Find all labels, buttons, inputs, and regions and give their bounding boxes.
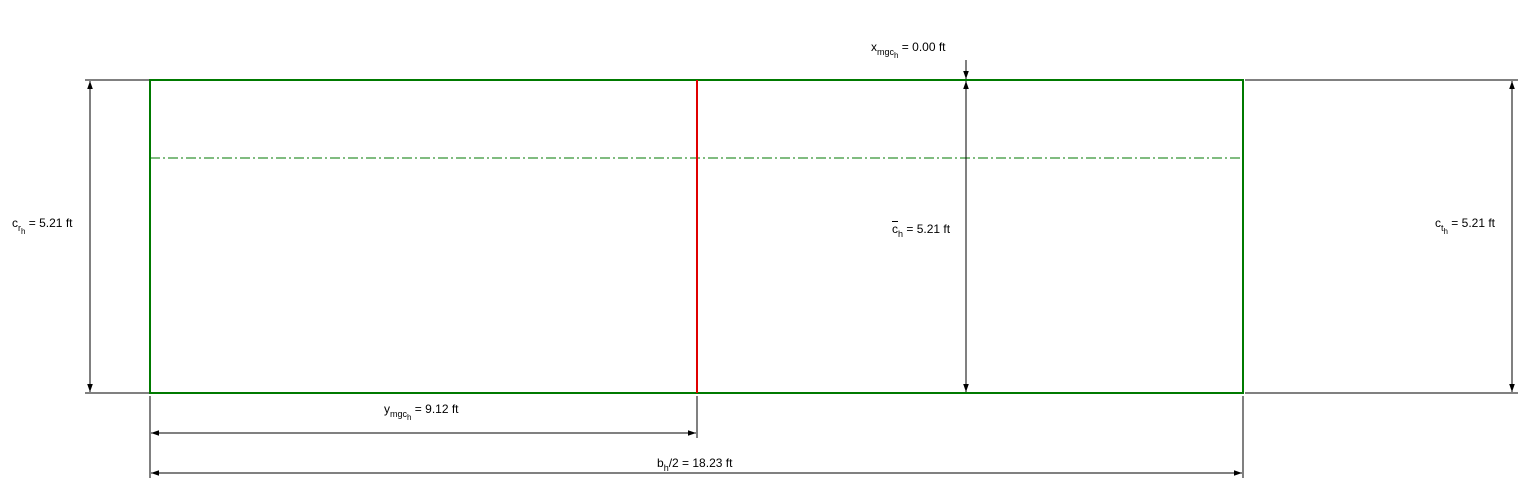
y-mgc-label: ymgch = 9.12 ft xyxy=(384,402,459,422)
mgc-chord-label: ch = 5.21 ft xyxy=(892,222,951,239)
half-span-label: bh/2 = 18.23 ft xyxy=(657,456,733,473)
tip-chord-label: cth = 5.21 ft xyxy=(1435,216,1496,236)
root-chord-label: crh = 5.21 ft xyxy=(12,216,73,236)
extension-lines xyxy=(85,79,1518,478)
x-mgc-label: xmgch = 0.00 ft xyxy=(871,40,946,60)
